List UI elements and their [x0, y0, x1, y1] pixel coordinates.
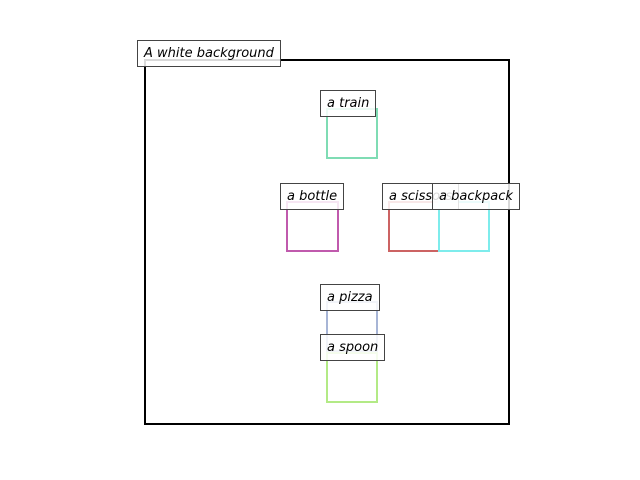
spoon-label: a spoon — [320, 334, 386, 361]
pizza-label: a pizza — [320, 284, 380, 311]
backpack-label: a backpack — [432, 183, 520, 210]
train-label: a train — [320, 90, 377, 117]
background-frame — [144, 59, 510, 425]
background-label: A white background — [137, 40, 281, 67]
bottle-label: a bottle — [280, 183, 345, 210]
